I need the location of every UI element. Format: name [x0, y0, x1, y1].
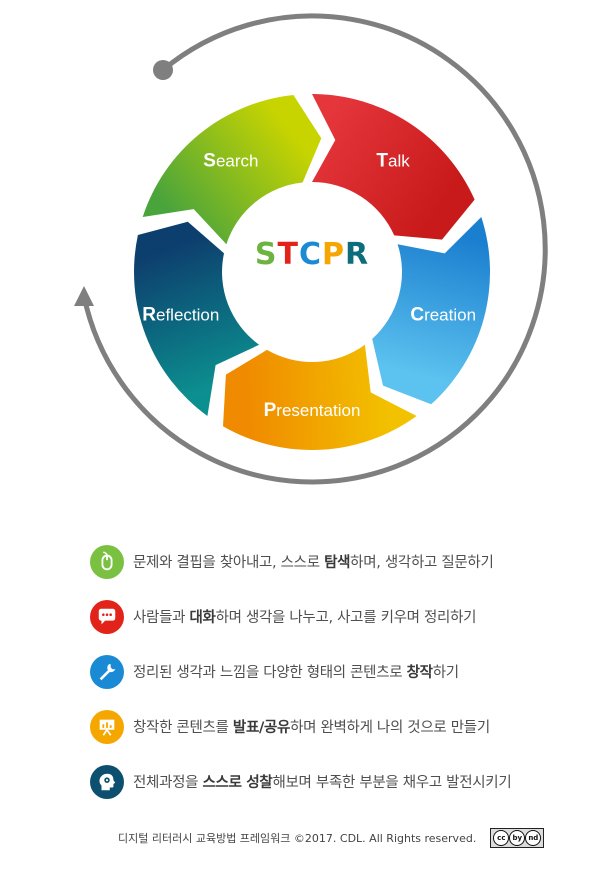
segment-reflection [134, 221, 260, 416]
list-item: 전체과정을 스스로 성찰해보며 부족한 부분을 채우고 발전시키기 [90, 754, 590, 809]
list-item: 문제와 결핍을 찾아내고, 스스로 탐색하며, 생각하고 질문하기 [90, 534, 590, 589]
center-title: STCPR [255, 237, 369, 272]
list-item-text: 사람들과 대화하며 생각을 나누고, 사고를 키우며 정리하기 [133, 610, 477, 626]
footer: 디지털 리터러시 교육방법 프레임워크 ©2017. CDL. All Righ… [118, 828, 545, 848]
cc-license-badge: cc by nd [490, 828, 545, 848]
segment-label-reflection: Reflection [142, 305, 219, 326]
segment-label-presentation: Presentation [264, 400, 361, 421]
cycle-start-dot [153, 60, 173, 80]
copyright-text: 디지털 리터러시 교육방법 프레임워크 ©2017. CDL. All Righ… [118, 832, 477, 845]
center-title-letter: C [299, 237, 322, 272]
list-item: 창작한 콘텐츠를 발표/공유하며 완벽하게 나의 것으로 만들기 [90, 699, 590, 754]
segment-presentation [223, 344, 417, 451]
center-title-letter: P [322, 237, 345, 272]
center-title-letter: S [255, 237, 278, 272]
segment-label-creation: Creation [410, 305, 476, 326]
speech-bubble-icon [90, 599, 124, 634]
list-item-text: 정리된 생각과 느낌을 다양한 형태의 콘텐츠로 창작하기 [133, 665, 459, 681]
center-title-letter: T [278, 237, 299, 272]
list-item-text: 전체과정을 스스로 성찰해보며 부족한 부분을 채우고 발전시키기 [133, 775, 512, 791]
nd-icon: nd [525, 830, 542, 846]
segment-creation [372, 217, 491, 405]
head-gear-icon [90, 764, 124, 799]
presentation-board-icon [90, 709, 124, 744]
mouse-icon [90, 544, 124, 579]
segment-talk [312, 94, 475, 240]
center-title-letter: R [345, 237, 369, 272]
list-item-text: 창작한 콘텐츠를 발표/공유하며 완벽하게 나의 것으로 만들기 [133, 720, 490, 736]
list-item-text: 문제와 결핍을 찾아내고, 스스로 탐색하며, 생각하고 질문하기 [133, 555, 494, 571]
segment-label-talk: Talk [376, 150, 410, 171]
cycle-arrowhead [74, 286, 94, 306]
list-item: 정리된 생각과 느낌을 다양한 형태의 콘텐츠로 창작하기 [90, 644, 590, 699]
list-item: 사람들과 대화하며 생각을 나누고, 사고를 키우며 정리하기 [90, 589, 590, 644]
by-icon: by [509, 830, 526, 846]
outer-cycle-arrow [81, 13, 548, 485]
cc-icon: cc [493, 830, 510, 846]
segment-search [142, 95, 322, 245]
segment-label-search: Search [203, 150, 258, 171]
wrench-icon [90, 654, 124, 689]
